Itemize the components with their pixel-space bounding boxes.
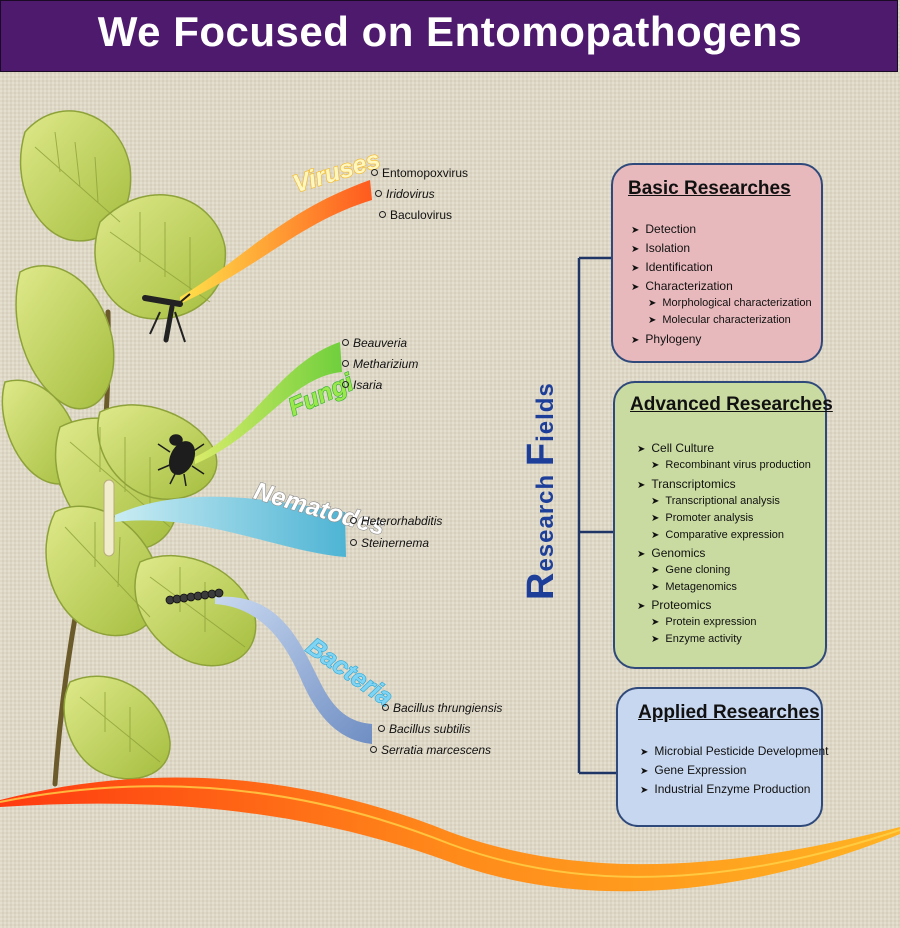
title-bar bbox=[0, 0, 898, 72]
beetle-icon bbox=[157, 434, 205, 487]
arrow-bullet-icon: ➤ bbox=[651, 460, 660, 471]
arrow-bullet-icon: ➤ bbox=[651, 530, 660, 541]
bullet-circle-icon bbox=[382, 704, 389, 711]
list-item: ➤Morphological characterization bbox=[648, 297, 812, 309]
list-item: ➤Identification bbox=[631, 260, 713, 274]
bullet-circle-icon bbox=[342, 381, 349, 388]
list-item: Beauveria bbox=[342, 336, 407, 350]
list-item: Entomopoxvirus bbox=[371, 166, 468, 180]
bullet-circle-icon bbox=[378, 725, 385, 732]
list-item: Heterorhabditis bbox=[350, 514, 442, 528]
leaf-veins bbox=[34, 131, 246, 763]
list-item: ➤Molecular characterization bbox=[648, 314, 791, 326]
list-item: ➤Microbial Pesticide Development bbox=[640, 744, 829, 758]
arrow-bullet-icon: ➤ bbox=[631, 225, 640, 236]
arrow-bullet-icon: ➤ bbox=[648, 298, 657, 309]
list-item: Metharizium bbox=[342, 357, 418, 371]
bullet-circle-icon bbox=[342, 360, 349, 367]
arrow-bullet-icon: ➤ bbox=[651, 617, 660, 628]
bullet-circle-icon bbox=[379, 211, 386, 218]
list-item: Bacillus thrungiensis bbox=[382, 701, 502, 715]
bullet-circle-icon bbox=[350, 517, 357, 524]
larva-icon bbox=[103, 479, 115, 557]
bottom-swoosh bbox=[0, 777, 900, 892]
arrow-bullet-icon: ➤ bbox=[640, 785, 649, 796]
list-item: ➤Gene Expression bbox=[640, 763, 747, 777]
bacteria-ribbon bbox=[215, 596, 372, 744]
caterpillar-icon bbox=[165, 588, 224, 605]
arrow-bullet-icon: ➤ bbox=[637, 444, 646, 455]
illustration bbox=[0, 110, 900, 892]
list-item: ➤Cell Culture bbox=[637, 441, 715, 455]
arrow-bullet-icon: ➤ bbox=[651, 496, 660, 507]
bullet-circle-icon bbox=[371, 169, 378, 176]
basic-researches-title: Basic Researches bbox=[628, 178, 791, 199]
list-item: ➤Proteomics bbox=[637, 598, 712, 612]
bullet-circle-icon bbox=[370, 746, 377, 753]
list-item: ➤Detection bbox=[631, 222, 697, 236]
list-item: ➤Gene cloning bbox=[651, 564, 731, 576]
arrow-bullet-icon: ➤ bbox=[651, 565, 660, 576]
arrow-bullet-icon: ➤ bbox=[651, 634, 660, 645]
arrow-bullet-icon: ➤ bbox=[631, 282, 640, 293]
list-item: ➤Protein expression bbox=[651, 616, 757, 628]
list-item: ➤Comparative expression bbox=[651, 529, 785, 541]
arrow-bullet-icon: ➤ bbox=[637, 480, 646, 491]
list-item: ➤Promoter analysis bbox=[651, 512, 754, 524]
arrow-bullet-icon: ➤ bbox=[637, 549, 646, 560]
bullet-circle-icon bbox=[342, 339, 349, 346]
arrow-bullet-icon: ➤ bbox=[631, 335, 640, 346]
arrow-bullet-icon: ➤ bbox=[631, 263, 640, 274]
list-item: ➤Recombinant virus production bbox=[651, 459, 811, 471]
research-fields-label: Research Fields bbox=[520, 382, 562, 600]
arrow-bullet-icon: ➤ bbox=[651, 582, 660, 593]
arrow-bullet-icon: ➤ bbox=[631, 244, 640, 255]
list-item: ➤Characterization bbox=[631, 279, 733, 293]
list-item: Baculovirus bbox=[379, 208, 452, 222]
arrow-bullet-icon: ➤ bbox=[640, 766, 649, 777]
list-item: ➤Isolation bbox=[631, 241, 691, 255]
list-item: Iridovirus bbox=[375, 187, 435, 201]
list-item: Bacillus subtilis bbox=[378, 722, 470, 736]
arrow-bullet-icon: ➤ bbox=[637, 601, 646, 612]
applied-researches-title: Applied Researches bbox=[638, 702, 820, 723]
list-item: ➤Industrial Enzyme Production bbox=[640, 782, 811, 796]
list-item: ➤Transcriptional analysis bbox=[651, 495, 780, 507]
nematodes-ribbon bbox=[115, 496, 346, 557]
arrow-bullet-icon: ➤ bbox=[651, 513, 660, 524]
leaf-icon bbox=[1, 110, 257, 780]
research-fields-bracket bbox=[577, 256, 616, 775]
list-item: Isaria bbox=[342, 378, 382, 392]
bullet-circle-icon bbox=[375, 190, 382, 197]
list-item: Steinernema bbox=[350, 536, 429, 550]
list-item: ➤Genomics bbox=[637, 546, 706, 560]
page-title: We Focused on Entomopathogens bbox=[97, 8, 803, 55]
list-item: Serratia marcescens bbox=[370, 743, 491, 757]
arrow-bullet-icon: ➤ bbox=[648, 315, 657, 326]
fungi-ribbon bbox=[195, 342, 342, 464]
bullet-circle-icon bbox=[350, 539, 357, 546]
applied-researches-box bbox=[616, 687, 823, 827]
list-item: ➤Metagenomics bbox=[651, 581, 737, 593]
mosquito-icon bbox=[142, 293, 191, 343]
viruses-ribbon bbox=[180, 180, 372, 304]
basic-researches-box bbox=[611, 163, 823, 363]
advanced-researches-title: Advanced Researches bbox=[630, 394, 833, 415]
list-item: ➤Transcriptomics bbox=[637, 477, 736, 491]
list-item: ➤Phylogeny bbox=[631, 332, 702, 346]
advanced-researches-box bbox=[613, 381, 827, 669]
list-item: ➤Enzyme activity bbox=[651, 633, 742, 645]
arrow-bullet-icon: ➤ bbox=[640, 747, 649, 758]
